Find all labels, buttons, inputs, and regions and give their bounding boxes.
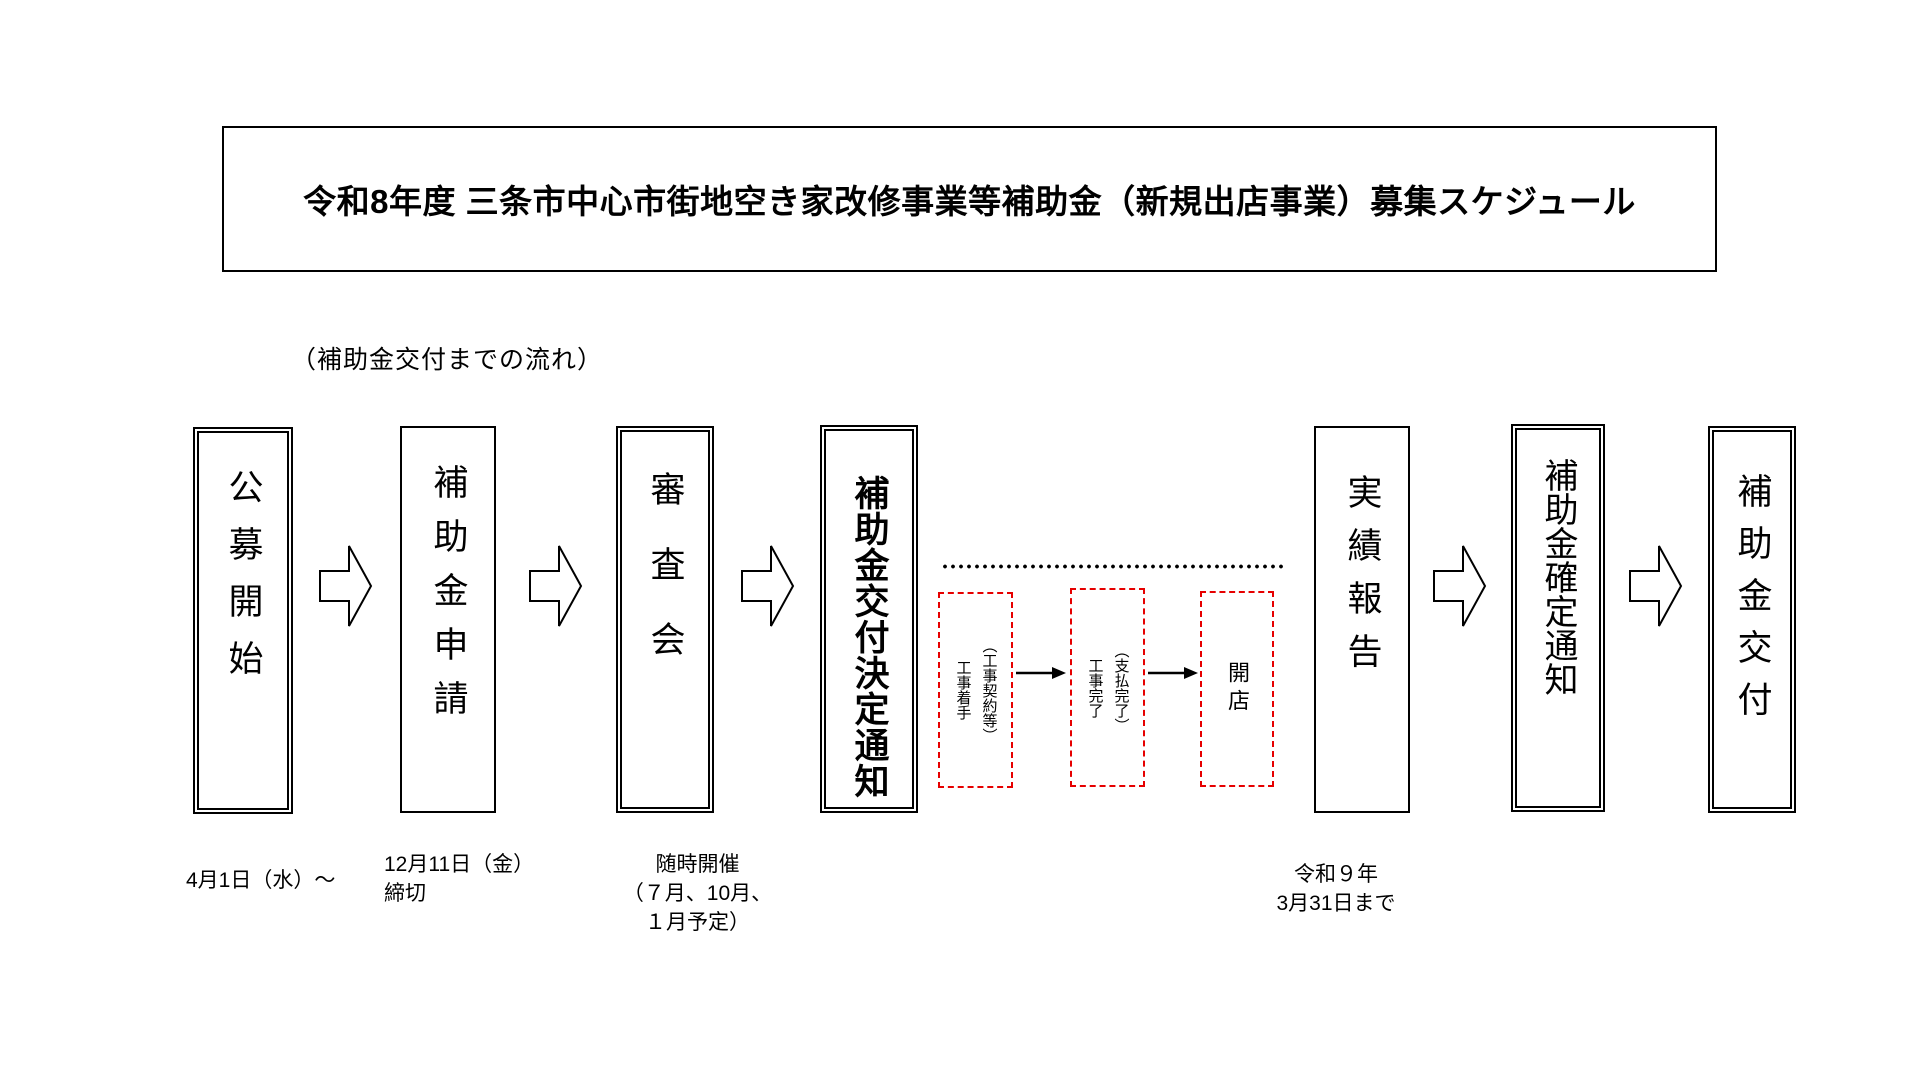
flow-step-label: 補助金交付決定通知 [849,475,889,799]
note-deadline: 12月11日（金） 締切 [384,853,535,905]
flow-step-kofu-kettei-tsuchi: 補助金交付決定通知 [820,425,918,813]
arrow-right-icon [1148,667,1198,679]
note-shinsakai-schedule: 随時開催 （７月、10月、 １月予定） [622,853,773,934]
block-arrow-icon [1629,545,1683,627]
page-title: 令和8年度 三条市中心市街地空き家改修事業等補助金（新規出店事業）募集スケジュー… [303,183,1636,220]
flow-step-hojokin-kofu: 補助金交付 [1708,426,1796,813]
construction-step-koji-chakushu: （工事契約等） 工事着手 [938,592,1013,788]
flow-step-label: 公募開始 [223,469,263,697]
block-arrow-icon [1433,545,1487,627]
block-arrow-icon [741,545,795,627]
flow-step-label: 実績報告 [1342,474,1382,686]
flow-step-label: 審査会 [645,471,685,696]
flow-intro-label: （補助金交付までの流れ） [291,346,604,374]
flow-step-jisseki-hokoku: 実績報告 [1314,426,1410,813]
title-box: 令和8年度 三条市中心市街地空き家改修事業等補助金（新規出店事業）募集スケジュー… [222,126,1717,272]
construction-step-label: （工事契約等） 工事着手 [954,637,998,743]
dotted-separator [941,564,1283,569]
flow-step-kobo-kaishi: 公募開始 [193,427,293,814]
construction-step-label: （支払完了） 工事完了 [1086,642,1130,733]
flow-step-hojokin-shinsei: 補助金申請 [400,426,496,813]
construction-step-kaiten: 開店 [1200,591,1274,787]
flow-step-label: 補助金確定通知 [1539,458,1577,696]
flow-step-kakutei-tsuchi: 補助金確定通知 [1511,424,1605,812]
arrow-right-icon [1016,667,1066,679]
note-report-deadline: 令和９年 3月31日まで [1276,863,1396,915]
block-arrow-icon [529,545,583,627]
block-arrow-icon [319,545,373,627]
flow-step-shinsakai: 審査会 [616,426,714,813]
flow-step-label: 補助金申請 [428,464,468,734]
note-start-date: 4月1日（水）～ [186,869,336,892]
construction-step-label: 開店 [1225,661,1250,717]
flow-step-label: 補助金交付 [1732,473,1772,733]
construction-step-koji-kanryo: （支払完了） 工事完了 [1070,588,1145,787]
